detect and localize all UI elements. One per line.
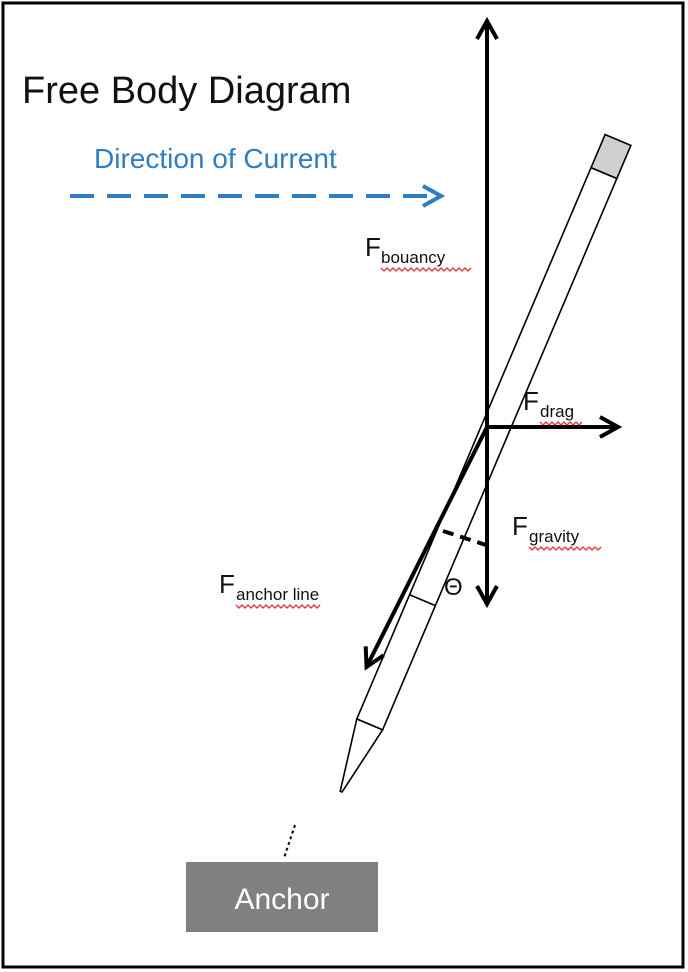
anchor-block [186,862,378,932]
gravity-label: F gravity [512,511,602,551]
anchor-line-subscript: anchor line [236,585,319,604]
drag-subscript: drag [540,402,574,421]
anchor-line-arrow [367,426,489,666]
anchor-label: Anchor [234,883,329,916]
gravity-subscript: gravity [529,527,580,546]
current-label: Direction of Current [94,143,337,174]
buoyancy-label: F bouancy [365,232,472,272]
gravity-symbol: F [512,511,528,541]
drag-label: F drag [523,386,583,426]
buoy-tip [339,717,384,794]
angle-arc [442,529,487,547]
buoyancy-subscript: bouancy [381,248,446,267]
anchor-line-symbol: F [219,569,235,599]
drag-symbol: F [523,386,539,416]
diagram-title: Free Body Diagram [22,70,351,112]
anchor-line-label: F anchor line [219,569,321,609]
buoy-band [409,593,436,607]
buoyancy-symbol: F [365,232,381,262]
angle-label: Θ [444,574,463,601]
